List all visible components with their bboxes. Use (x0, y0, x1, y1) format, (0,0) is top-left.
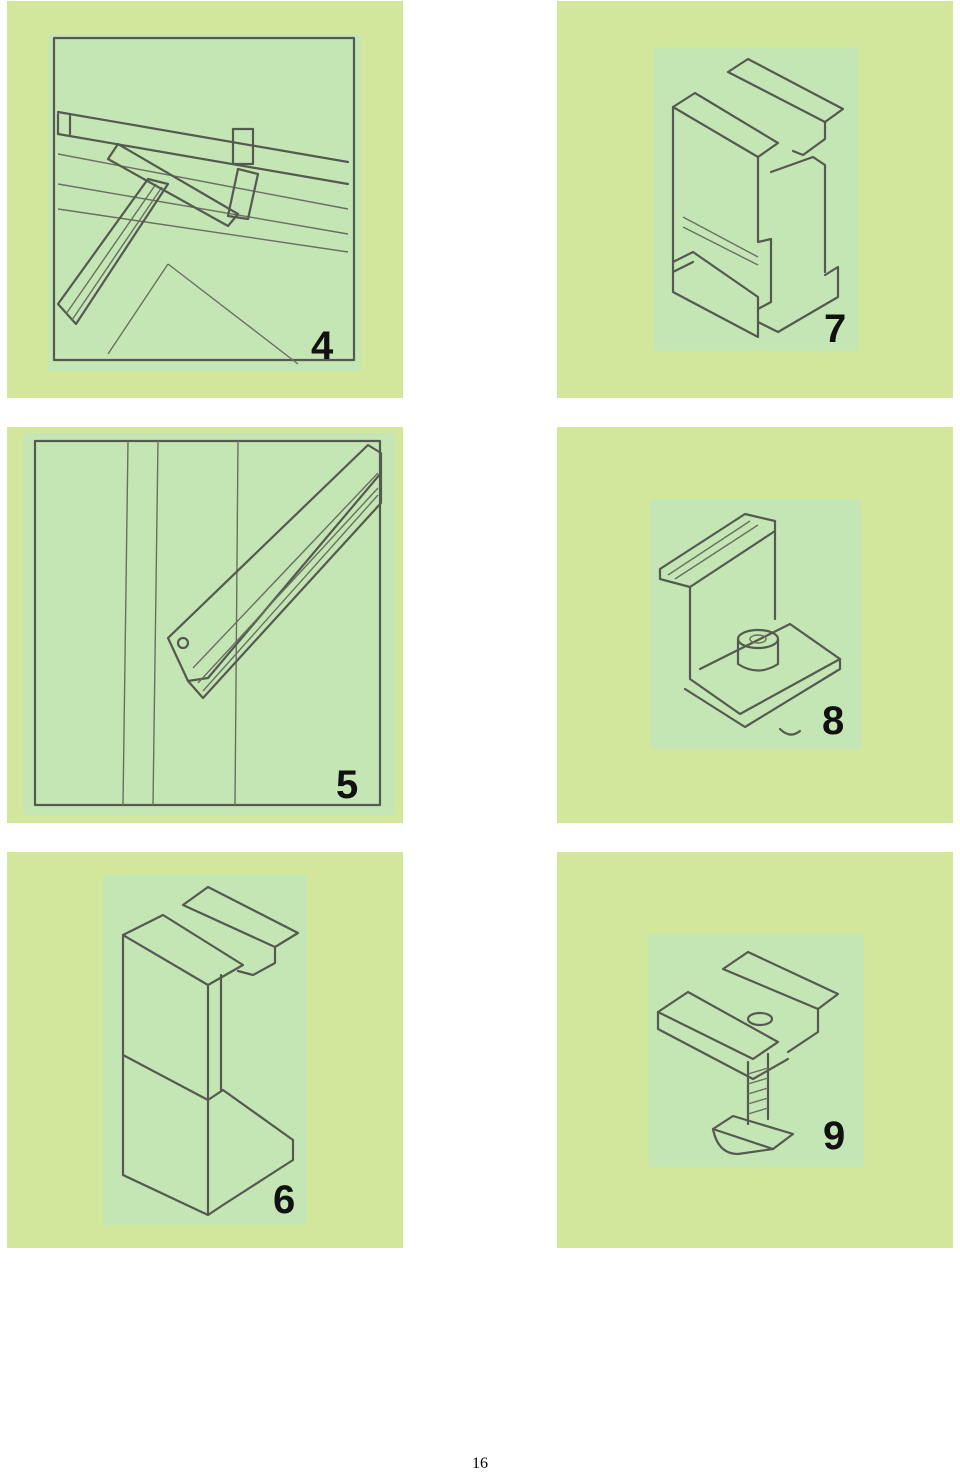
figure-7-panel: 7 (557, 1, 953, 398)
figure-4-panel: 4 (7, 1, 403, 398)
figure-number: 8 (822, 699, 845, 743)
figure-8-panel: 8 (557, 427, 953, 823)
figure-number: 7 (824, 307, 847, 351)
figure-5-panel: 5 (7, 427, 403, 823)
figure-number: 5 (336, 763, 359, 807)
middle-clamp-drawing (656, 950, 840, 1156)
figure-5-illustration: 5 (23, 433, 395, 815)
end-clamp-drawing (658, 512, 842, 736)
middle-profile-drawing (671, 57, 845, 339)
roof-rail-drawing (52, 36, 356, 365)
end-profile-drawing (121, 885, 300, 1217)
figure-9-illustration: 9 (648, 934, 864, 1167)
figure-7-illustration: 7 (653, 47, 858, 351)
figure-number: 6 (273, 1178, 296, 1222)
figure-6-illustration: 6 (103, 875, 307, 1225)
figure-number: 9 (823, 1114, 846, 1158)
page-number: 16 (472, 1455, 488, 1472)
figure-9-panel: 9 (557, 852, 953, 1248)
figure-number: 4 (311, 324, 334, 368)
mounting-rail-drawing (33, 439, 383, 807)
figure-8-illustration: 8 (650, 499, 861, 749)
figure-6-panel: 6 (7, 852, 403, 1248)
figure-4-illustration: 4 (48, 34, 361, 371)
